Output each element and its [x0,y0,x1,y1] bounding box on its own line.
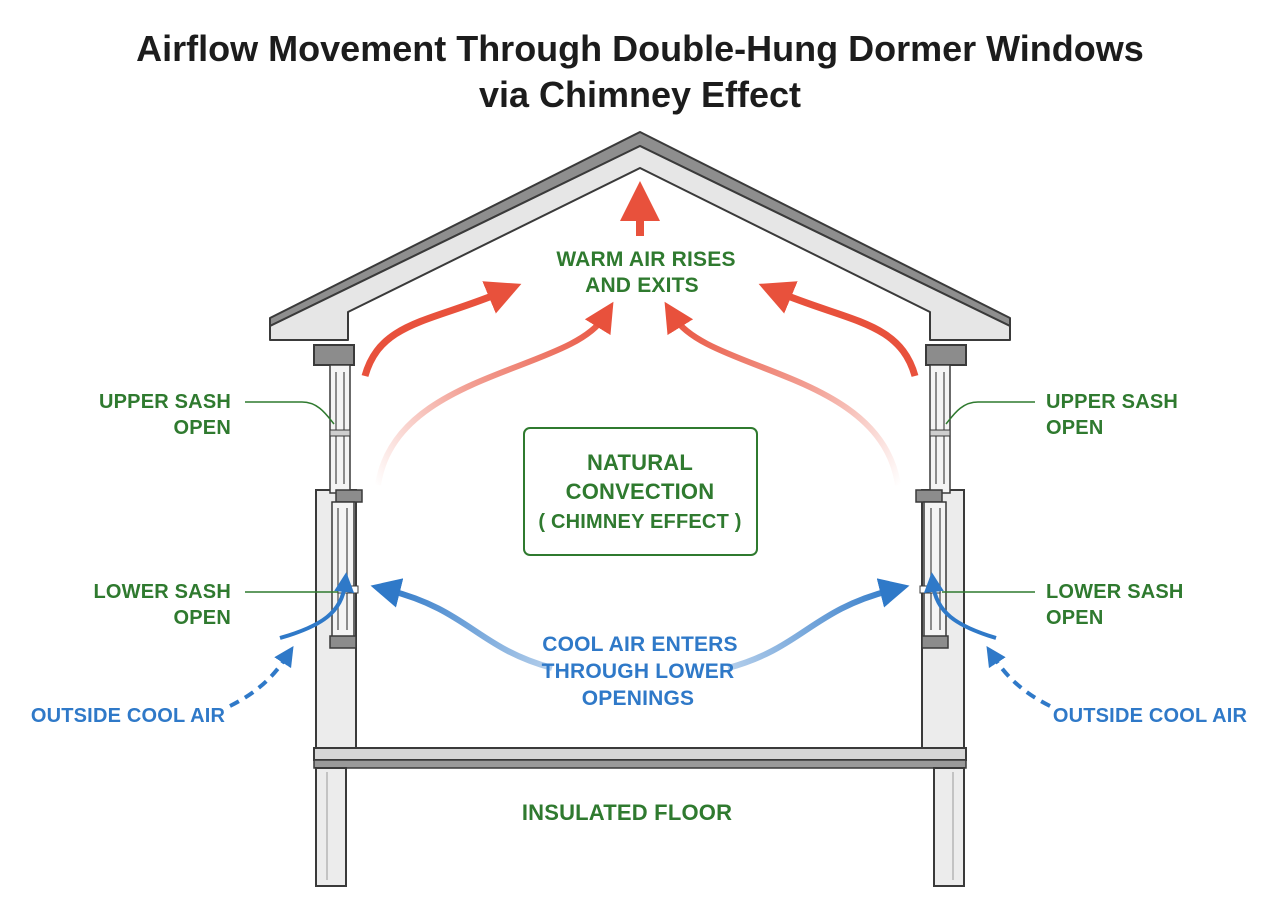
right-header-block [925,344,967,366]
warm-air-arrows [361,181,919,486]
lower-sash-right-line-1: LOWER SASH [1046,581,1184,603]
warm-air-label-line-2: AND EXITS [585,274,699,297]
upper-sash-right-line-2: OPEN [1046,417,1103,439]
right-window-sill [915,489,943,503]
right-bottom-sill [921,635,949,649]
convection-label-line-1: NATURAL [587,450,693,475]
upper-sash-right-line-1: UPPER SASH [1046,391,1178,413]
right-lower-window-frame [923,501,947,638]
insulated-floor-label: INSULATED FLOOR [522,800,732,825]
left-upper-sash-rail [329,429,351,437]
lower-sash-left-line-1: LOWER SASH [93,581,231,603]
cool-air-label-line-1: COOL AIR ENTERS [542,633,738,656]
right-lower-sash-gap [919,585,941,594]
outside-cool-arrow-left [229,645,294,708]
leader-upper-right [945,401,1035,425]
right-wall [915,344,967,749]
roof-fascia-board [269,145,1011,341]
warm-arrow-left-upper [361,281,522,377]
floor-slab [313,747,967,761]
cool-arrow-inner-right [727,578,910,671]
left-header-block [313,344,355,366]
lower-sash-left-line-2: OPEN [174,607,231,629]
warm-arrow-left-inner [375,301,614,486]
convection-box [523,427,758,556]
labels: WARM AIR RISES AND EXITS NATURAL CONVECT… [31,248,1248,825]
convection-label-line-3: ( CHIMNEY EFFECT ) [538,511,741,533]
floor-joist [313,759,967,769]
left-wall [313,344,363,749]
diagram-title: Airflow Movement Through Double-Hung Dor… [0,26,1280,118]
title-line-2: via Chimney Effect [478,74,802,115]
right-upper-window-frame [929,364,951,494]
upper-sash-left-line-2: OPEN [174,417,231,439]
warm-arrow-right-inner [664,301,901,486]
cool-arrow-window-left [279,572,355,640]
title-line-1: Airflow Movement Through Double-Hung Dor… [136,28,1144,69]
outside-cool-arrow-right [986,645,1051,708]
roof [269,131,1011,341]
warm-arrow-right-upper [758,281,919,377]
cool-arrow-window-right [923,572,997,640]
cool-arrow-inner-left [370,578,553,671]
left-foundation-post [315,767,347,887]
left-window-sill [335,489,363,503]
leader-upper-left [245,401,335,425]
left-lower-window-frame [331,501,355,638]
warm-air-label-line-1: WARM AIR RISES [556,248,735,271]
cool-air-label-line-3: OPENINGS [582,687,694,710]
left-lower-sash-gap [337,585,359,594]
upper-sash-left-line-1: UPPER SASH [99,391,231,413]
leader-lines [245,401,1035,593]
outside-cool-air-left: OUTSIDE COOL AIR [31,705,226,727]
outside-cool-air-right: OUTSIDE COOL AIR [1053,705,1248,727]
left-bottom-sill [329,635,357,649]
floor-structure [313,747,967,887]
left-upper-window-frame [329,364,351,494]
cool-air-label-line-2: THROUGH LOWER [542,660,735,683]
right-foundation-post [933,767,965,887]
convection-label-line-2: CONVECTION [566,479,715,504]
lower-sash-right-line-2: OPEN [1046,607,1103,629]
cool-air-arrows [229,572,1051,708]
right-upper-sash-rail [929,429,951,437]
